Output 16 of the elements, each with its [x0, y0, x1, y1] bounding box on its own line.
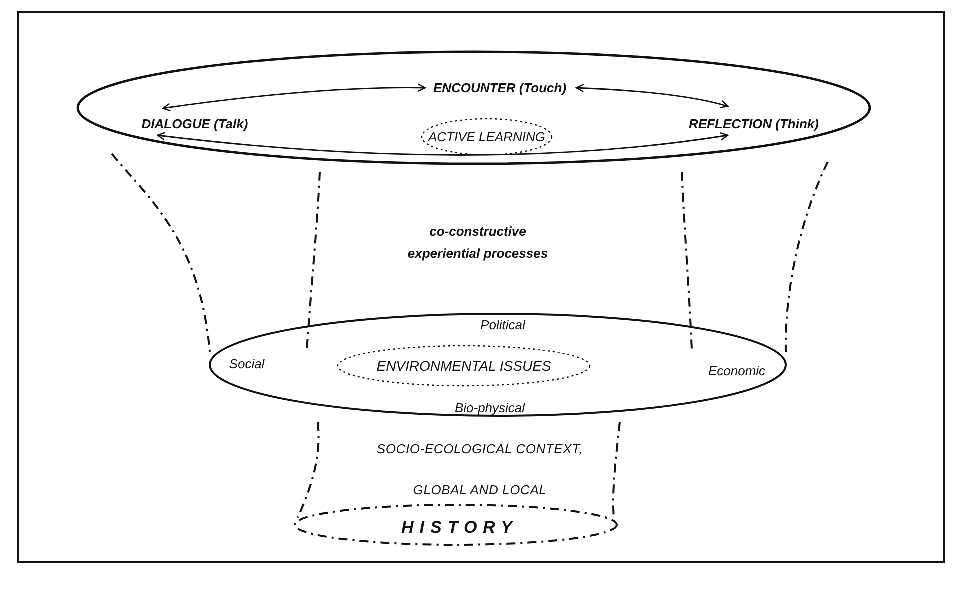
- context-label: GLOBAL AND LOCAL: [412, 482, 548, 498]
- double-arrow: [157, 132, 729, 156]
- ellipse-label: ACTIVE LEARNING: [428, 130, 546, 144]
- stage-label: ENCOUNTER (Touch): [433, 80, 567, 96]
- double-arrow: [162, 84, 426, 112]
- ellipse-label: Political: [480, 318, 526, 332]
- ellipse-label: ENVIRONMENTAL ISSUES: [376, 358, 552, 374]
- ellipse-label: Economic: [708, 364, 766, 378]
- stage-label: REFLECTION (Think): [689, 116, 819, 132]
- ellipse-label: HISTORY: [402, 518, 518, 538]
- ellipse-label: Social: [229, 356, 265, 372]
- double-arrow: [576, 84, 729, 109]
- context-label: SOCIO-ECOLOGICAL CONTEXT,: [376, 442, 584, 456]
- ellipse-label: Bio-physical: [454, 400, 526, 416]
- process-label: co-constructive experiential processes: [406, 223, 550, 263]
- stage-label: DIALOGUE (Talk): [142, 116, 248, 132]
